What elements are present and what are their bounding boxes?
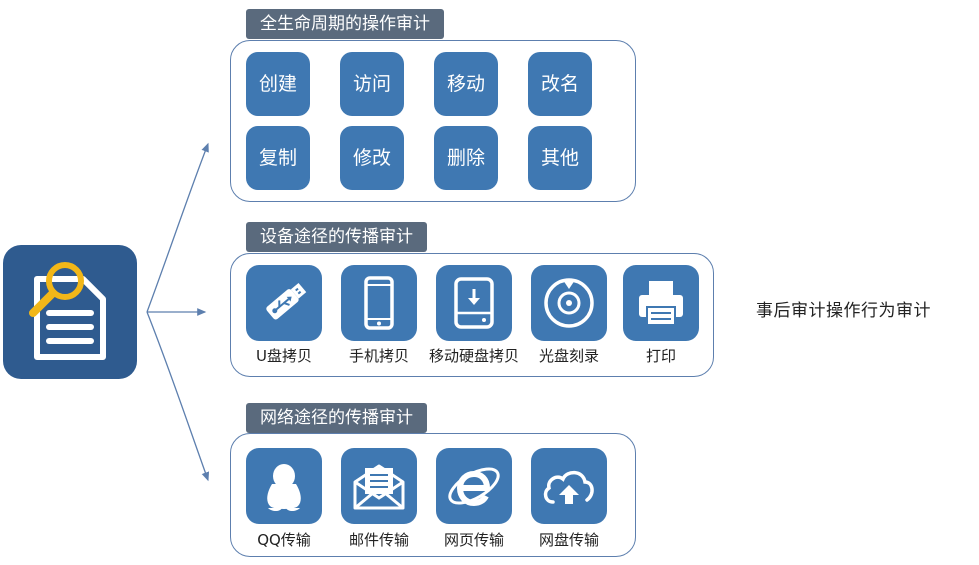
- caption-phone: 手机拷贝: [348, 347, 409, 365]
- mail-icon[interactable]: [341, 448, 417, 524]
- caption-qq: QQ传输: [257, 531, 311, 549]
- tile-rename[interactable]: 改名: [528, 52, 592, 116]
- tile-other[interactable]: 其他: [528, 126, 592, 190]
- tile-copy[interactable]: 复制: [246, 126, 310, 190]
- device-title: 设备途径的传播审计: [246, 222, 427, 252]
- external-disk-icon[interactable]: [436, 265, 512, 341]
- caption-cloud: 网盘传输: [538, 531, 599, 549]
- tile-delete[interactable]: 删除: [434, 126, 498, 190]
- tile-move[interactable]: 移动: [434, 52, 498, 116]
- qq-penguin-icon[interactable]: [246, 448, 322, 524]
- caption-mail: 邮件传输: [348, 531, 409, 549]
- caption-disc: 光盘刻录: [538, 347, 599, 365]
- cloud-upload-icon[interactable]: [531, 448, 607, 524]
- side-annotation: 事后审计操作行为审计: [756, 301, 931, 321]
- network-title: 网络途径的传播审计: [246, 403, 427, 433]
- mobile-phone-icon[interactable]: [341, 265, 417, 341]
- tile-create[interactable]: 创建: [246, 52, 310, 116]
- arrow-to-lifecycle: [146, 142, 209, 313]
- printer-icon[interactable]: [623, 265, 699, 341]
- usb-drive-icon[interactable]: [246, 265, 322, 341]
- lifecycle-title: 全生命周期的操作审计: [246, 9, 444, 39]
- arrow-to-network: [146, 311, 210, 482]
- document-search-icon: [3, 245, 137, 379]
- caption-external-disk: 移动硬盘拷贝: [428, 347, 519, 365]
- optical-disc-icon[interactable]: [531, 265, 607, 341]
- tile-modify[interactable]: 修改: [340, 126, 404, 190]
- caption-usb: U盘拷贝: [256, 347, 312, 365]
- tile-access[interactable]: 访问: [340, 52, 404, 116]
- caption-printer: 打印: [645, 347, 676, 365]
- browser-ie-icon[interactable]: [436, 448, 512, 524]
- caption-browser: 网页传输: [443, 531, 504, 549]
